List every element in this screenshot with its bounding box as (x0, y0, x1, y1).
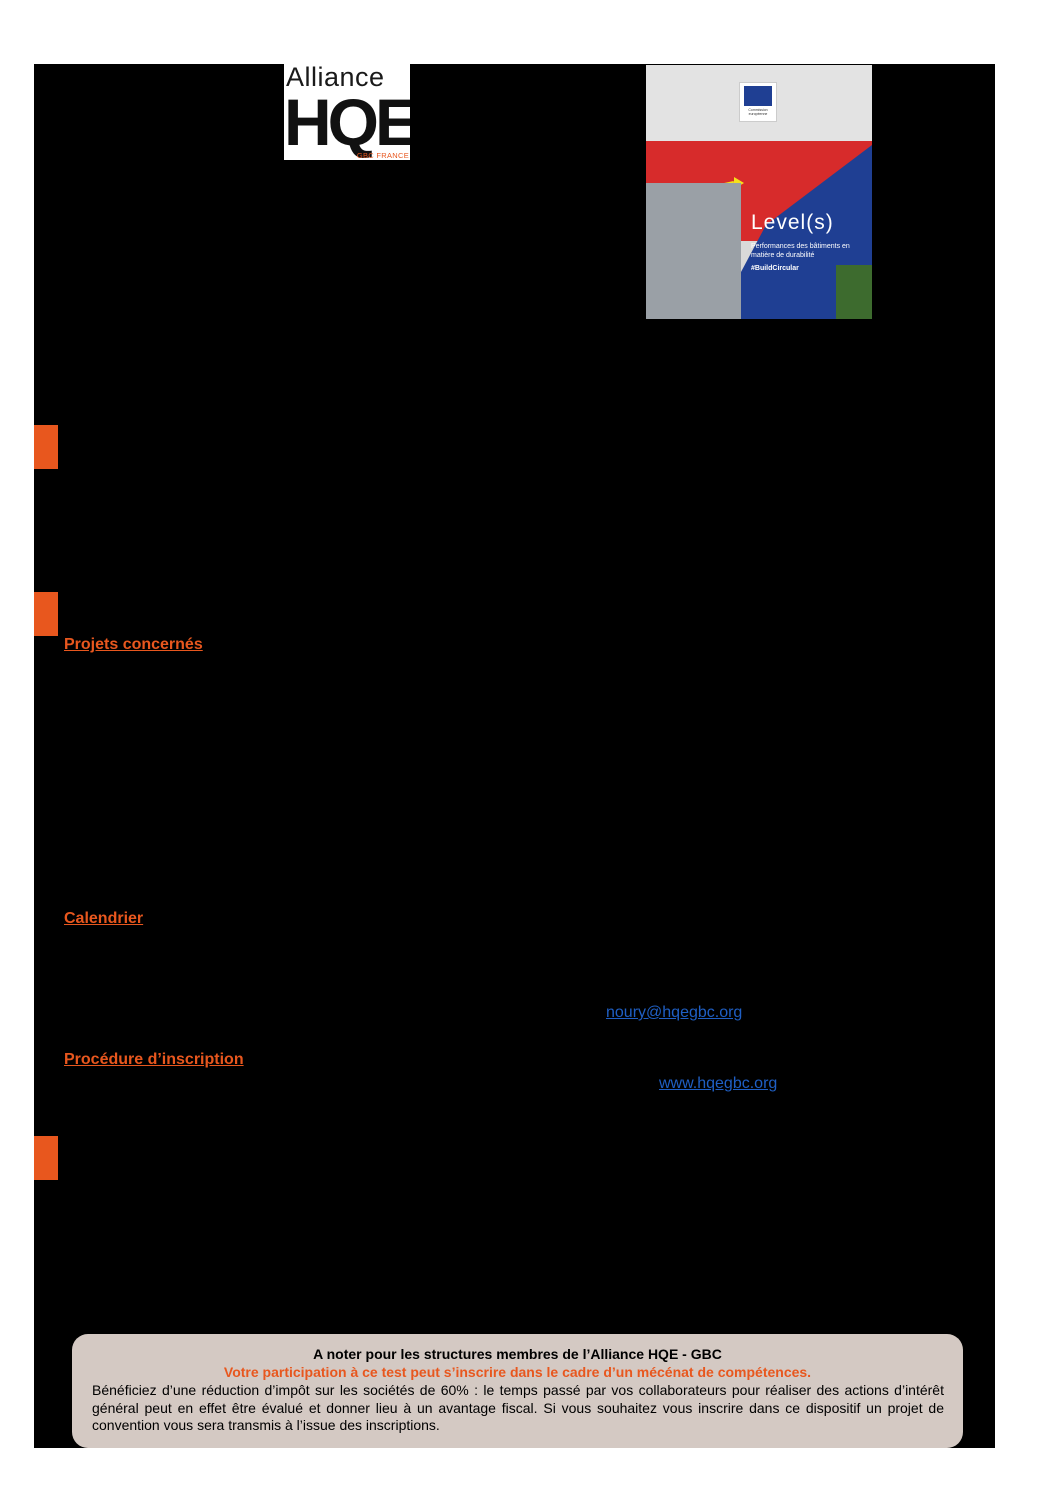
levels-cover-image: Commission européenne Level(s) Performan… (646, 65, 872, 319)
eu-commission-logo: Commission européenne (739, 82, 777, 122)
notice-subtitle: Votre participation à ce test peut s’ins… (223, 1364, 812, 1380)
eu-commission-label: Commission européenne (748, 108, 768, 116)
notice-body: Bénéficiez d’une réduction d’impôt sur l… (92, 1382, 944, 1433)
cover-subtitle: Performances des bâtiments en matière de… (751, 243, 850, 259)
alliance-hqe-logo: Alliance HQE GBC FRANCE (284, 64, 410, 160)
section-marker (34, 425, 58, 469)
section-marker (34, 592, 58, 636)
email-link[interactable]: noury@hqegbc.org (606, 1004, 743, 1021)
heading-procedure-inscription: Procédure d’inscription (64, 1051, 244, 1068)
eu-flag-icon (744, 86, 772, 106)
heading-projets-concernes: Projets concernés (64, 636, 203, 653)
cover-title: Level(s) (751, 211, 834, 234)
heading-calendrier: Calendrier (64, 910, 144, 927)
cover-hashtag: #BuildCircular (751, 265, 799, 272)
member-notice-box: A noter pour les structures membres de l… (72, 1334, 963, 1448)
logo-subtitle: GBC FRANCE (356, 151, 409, 160)
cover-building (646, 183, 741, 319)
section-marker (34, 1136, 58, 1180)
notice-title: A noter pour les structures membres de l… (313, 1346, 722, 1362)
website-link[interactable]: www.hqegbc.org (659, 1075, 778, 1092)
logo-alliance-text: Alliance (286, 64, 385, 92)
logo-hqe-text: HQE (284, 85, 410, 159)
